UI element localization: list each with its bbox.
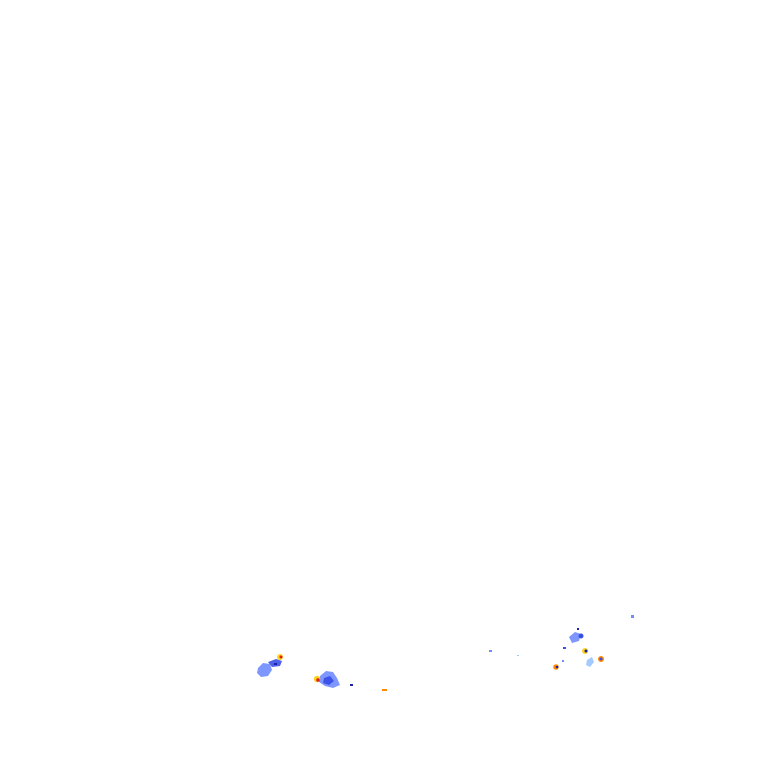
radar-echo-cluster-west [257,654,283,677]
radar-echo-cell [569,632,581,643]
radar-echo-core [578,633,584,639]
radar-echo-core [316,678,320,682]
radar-echo-core [279,655,283,659]
radar-echo-speck [563,647,566,649]
radar-echo-core [584,649,588,653]
radar-echo-speck [517,655,519,656]
radar-echo-speck [577,628,579,630]
radar-echo-cell [257,663,272,677]
radar-echo-specks-middle [489,650,519,656]
radar-echo-speck [489,650,492,652]
radar-echo-core [599,657,603,661]
radar-echo-cluster-east [553,615,634,670]
radar-echo-speck [562,660,564,662]
radar-echo-cell [323,676,334,685]
radar-echo-speck [274,663,277,665]
radar-echo-speck [350,684,353,686]
radar-echo-core [555,665,559,669]
radar-echo-cell [586,657,594,667]
radar-echo-speck [631,615,634,618]
radar-echo-cluster-southwest [313,671,387,691]
radar-echo-speck [382,689,387,691]
